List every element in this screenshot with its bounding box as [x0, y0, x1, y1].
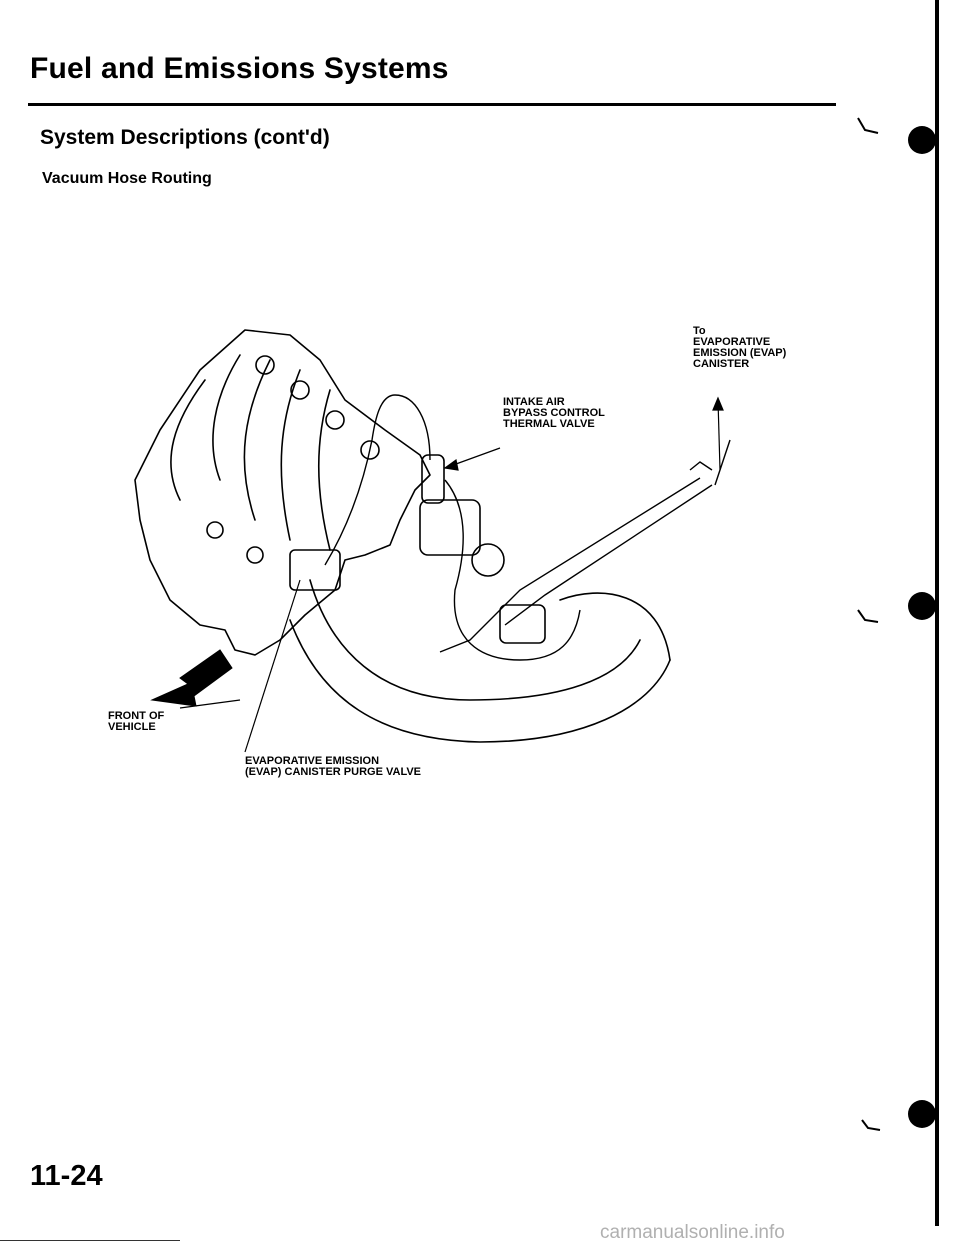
page-number: 11-24	[30, 1160, 103, 1192]
section-heading: System Descriptions (cont'd)	[40, 126, 330, 149]
margin-mark-icon	[908, 592, 936, 620]
intake-tube	[309, 579, 641, 701]
title-rule	[28, 103, 836, 106]
intake-runner	[243, 359, 271, 521]
hose-to-canister	[504, 484, 713, 626]
hose-to-canister	[714, 439, 731, 486]
margin-rule	[935, 0, 939, 1226]
intake-runner	[170, 379, 206, 501]
watermark: carmanualsonline.info	[600, 1222, 785, 1243]
intake-tube	[289, 619, 671, 743]
thermal-valve-label: INTAKE AIR BYPASS CONTROL THERMAL VALVE	[503, 396, 605, 430]
front-arrow-icon	[150, 649, 233, 707]
intake-manifold-outline	[134, 329, 431, 656]
hose-to-canister	[439, 477, 701, 653]
bottom-rule	[0, 1240, 180, 1241]
leader-purge-valve	[244, 579, 301, 753]
intake-runner	[212, 354, 241, 481]
intake-runner	[280, 369, 301, 541]
purge-valve-label: EVAPORATIVE EMISSION (EVAP) CANISTER PUR…	[245, 755, 422, 778]
front-of-vehicle-label: FRONT OF VEHICLE	[108, 710, 165, 733]
to-evap-canister-label: To EVAPORATIVE EMISSION (EVAP) CANISTER	[693, 325, 787, 370]
purge-valve-body	[289, 549, 341, 591]
vacuum-hose-loop	[324, 394, 431, 566]
thermal-valve-top	[421, 454, 445, 504]
page-title: Fuel and Emissions Systems	[30, 52, 449, 85]
intake-runner	[318, 389, 331, 551]
intake-tube-rim	[559, 592, 671, 661]
thermal-valve-body	[419, 499, 481, 556]
leader-canister	[717, 399, 721, 471]
margin-mark-icon	[908, 126, 936, 154]
hose-to-canister	[689, 461, 713, 471]
canister-connector	[499, 604, 546, 644]
margin-mark-icon	[908, 1100, 936, 1128]
subheading: Vacuum Hose Routing	[42, 170, 212, 187]
vacuum-hose-loop	[444, 479, 581, 661]
